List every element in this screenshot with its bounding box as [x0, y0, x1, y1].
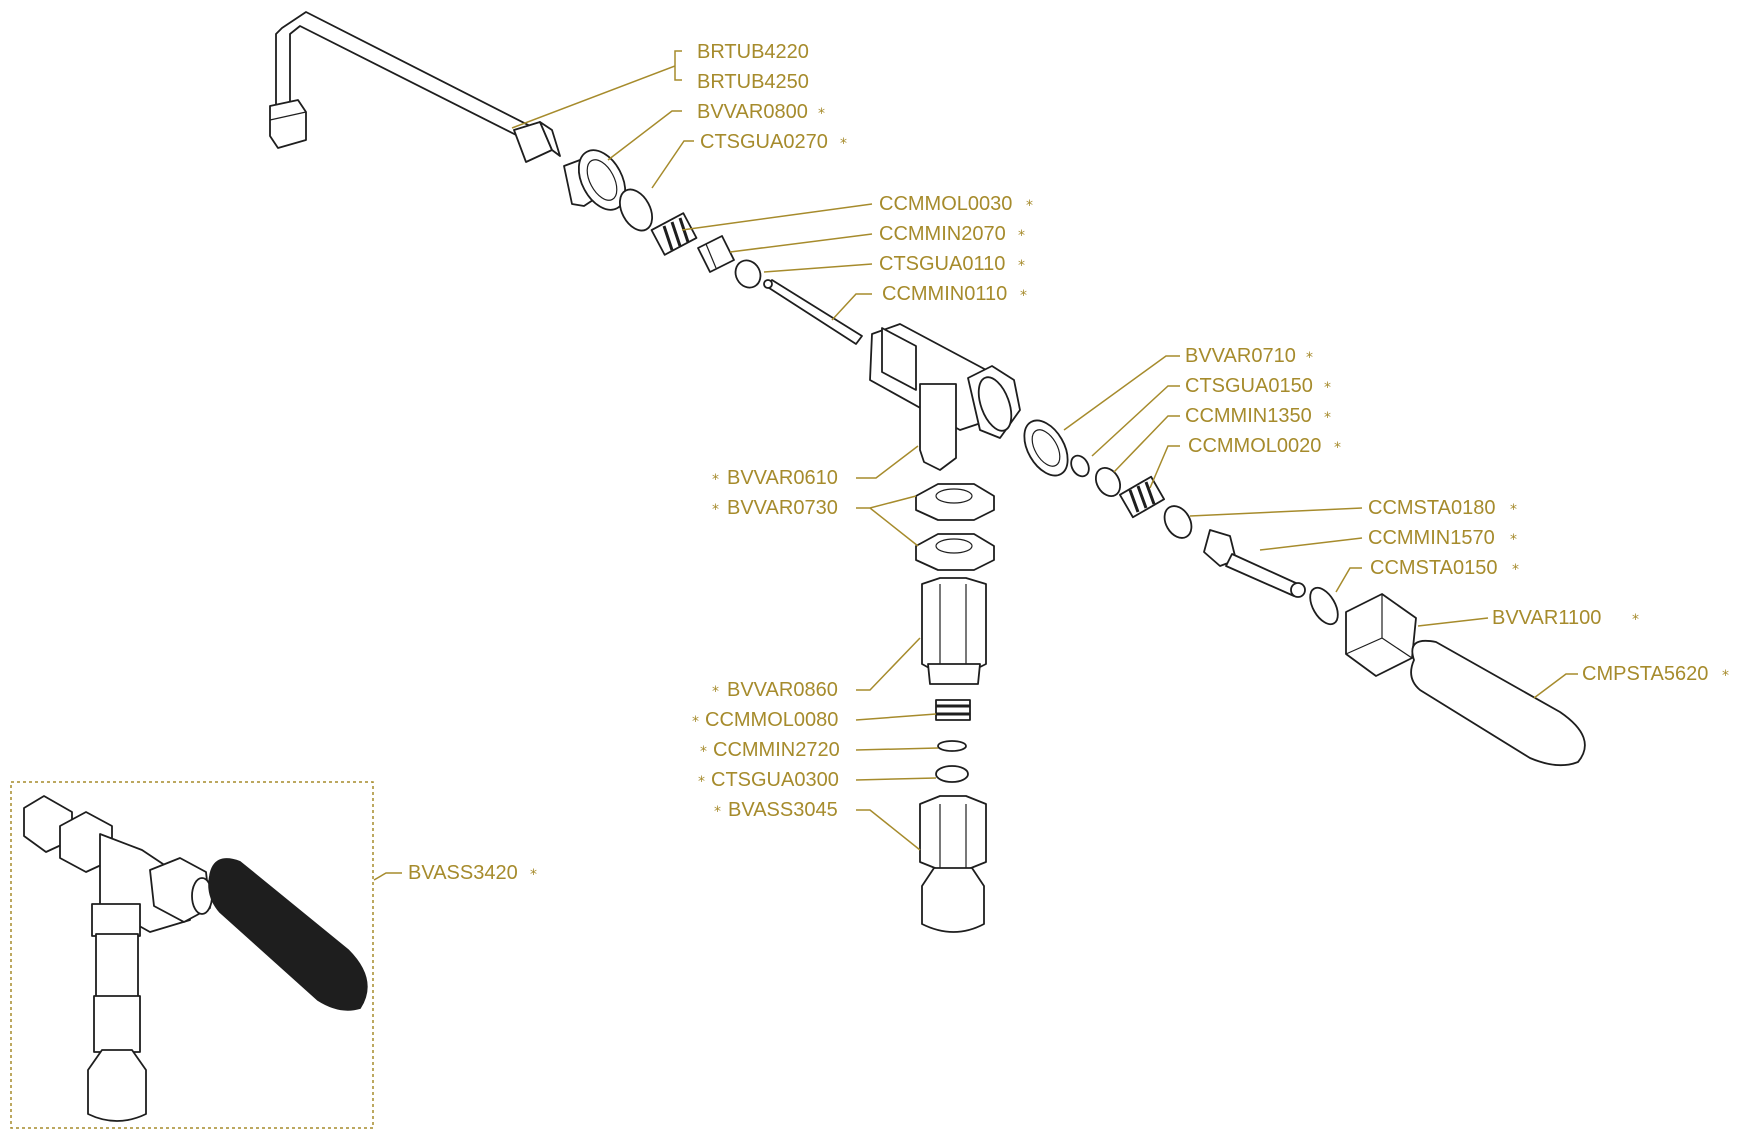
label-ccmsta0180: CCMSTA0180	[1368, 497, 1495, 519]
star-marker: *	[714, 804, 721, 820]
star-marker: *	[712, 684, 719, 700]
star-marker: *	[700, 744, 707, 760]
nut-0710	[1023, 419, 1069, 477]
gasket-0150	[1070, 454, 1090, 478]
gasket-0110	[734, 259, 762, 289]
valve-tee-body	[869, 323, 1021, 471]
tube-nut	[513, 121, 561, 163]
insert-2070	[697, 235, 735, 273]
steam-cap-nut	[563, 149, 627, 211]
star-marker: *	[1722, 668, 1729, 684]
label-ccmsta0150: CCMSTA0150	[1370, 557, 1497, 579]
label-bvvar0610: BVVAR0610	[727, 467, 838, 489]
label-ctsgua0270: CTSGUA0270	[700, 131, 828, 153]
star-marker: *	[1020, 288, 1027, 304]
star-marker: *	[692, 714, 699, 730]
label-brtub4220: BRTUB4220	[697, 41, 809, 63]
star-marker: *	[1018, 228, 1025, 244]
label-bvvar0860: BVVAR0860	[727, 679, 838, 701]
label-ctsgua0110: CTSGUA0110	[879, 253, 1005, 275]
star-marker: *	[698, 774, 705, 790]
star-marker: *	[1510, 532, 1517, 548]
label-bvass3045: BVASS3045	[728, 799, 838, 821]
nozzle-3045	[919, 795, 987, 933]
star-marker: *	[818, 106, 825, 122]
star-marker: *	[712, 502, 719, 518]
extension-0860	[921, 577, 987, 685]
label-ctsgua0150: CTSGUA0150	[1185, 375, 1313, 397]
label-bvvar0710: BVVAR0710	[1185, 345, 1296, 367]
part-labels: BRTUB4220 BRTUB4250 BVVAR0800 * CTSGUA02…	[408, 41, 1729, 884]
insert-2720	[937, 740, 967, 752]
stem-0180	[1163, 505, 1193, 539]
star-marker: *	[1510, 502, 1517, 518]
star-marker: *	[1324, 410, 1331, 426]
star-marker: *	[712, 472, 719, 488]
label-ctsgua0300: CTSGUA0300	[711, 769, 839, 791]
label-ccmmin2070: CCMMIN2070	[879, 223, 1006, 245]
label-brtub4250: BRTUB4250	[697, 71, 809, 93]
star-marker: *	[1512, 562, 1519, 578]
star-marker: *	[1632, 612, 1639, 628]
nut-1100	[1345, 593, 1417, 677]
label-ccmmin2720: CCMMIN2720	[713, 739, 840, 761]
label-ccmmol0020: CCMMOL0020	[1188, 435, 1321, 457]
star-marker: *	[530, 867, 537, 883]
label-bvvar0800: BVVAR0800	[697, 101, 808, 123]
star-marker: *	[1306, 350, 1313, 366]
label-ccmmol0080: CCMMOL0080	[705, 709, 838, 731]
label-cmpsta5620: CMPSTA5620	[1582, 663, 1708, 685]
valve-pin-0110	[763, 279, 863, 345]
label-ccmmol0030: CCMMOL0030	[879, 193, 1012, 215]
gasket-0300	[935, 765, 969, 783]
label-bvvar0730: BVVAR0730	[727, 497, 838, 519]
spring-0080	[935, 699, 971, 721]
hex-nut-0730-lower	[915, 533, 995, 571]
star-marker: *	[1334, 440, 1341, 456]
star-marker: *	[1026, 198, 1033, 214]
label-ccmmin0110: CCMMIN0110	[882, 283, 1007, 305]
spring-0020	[1119, 475, 1165, 519]
label-bvvar1100: BVVAR1100	[1492, 607, 1601, 629]
assembly-inset	[10, 781, 374, 1129]
hex-nut-0730-upper	[915, 483, 995, 521]
star-marker: *	[840, 136, 847, 152]
steam-tube	[269, 11, 539, 149]
label-ccmmin1570: CCMMIN1570	[1368, 527, 1495, 549]
insert-1350	[1094, 466, 1122, 498]
leader-lines	[373, 50, 1578, 881]
label-bvass3420: BVASS3420	[408, 862, 518, 884]
stem-1570	[1203, 529, 1306, 598]
knob-5620	[1410, 639, 1586, 767]
label-ccmmin1350: CCMMIN1350	[1185, 405, 1312, 427]
o-ring-0150	[1309, 586, 1339, 626]
star-marker: *	[1324, 380, 1331, 396]
spring-0030	[650, 212, 698, 256]
star-marker: *	[1018, 258, 1025, 274]
o-ring-0270	[618, 188, 654, 232]
